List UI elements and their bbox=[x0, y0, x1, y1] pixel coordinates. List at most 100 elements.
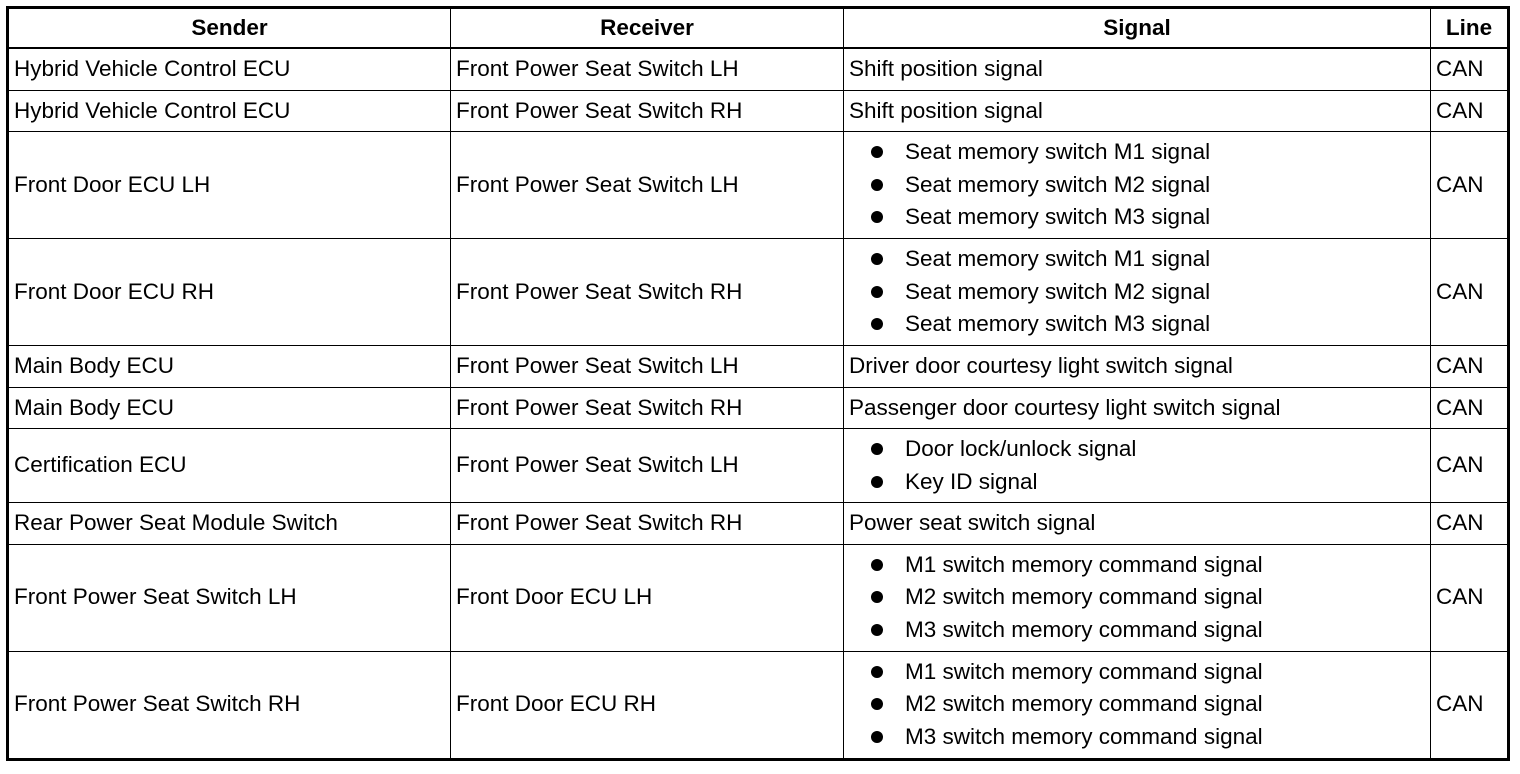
table-row: Front Power Seat Switch RH Front Door EC… bbox=[7, 650, 1509, 760]
receiver-cell: Front Power Seat Switch LH bbox=[450, 428, 844, 503]
signal-list-item: Seat memory switch M3 signal bbox=[871, 201, 1425, 234]
signal-cell: M1 switch memory command signal M2 switc… bbox=[843, 650, 1431, 760]
bullet-icon bbox=[871, 146, 883, 159]
header-sender: Sender bbox=[7, 7, 451, 49]
signal-list: Seat memory switch M1 signal Seat memory… bbox=[849, 136, 1425, 234]
table-row: Main Body ECU Front Power Seat Switch LH… bbox=[7, 345, 1509, 388]
receiver-cell: Front Power Seat Switch LH bbox=[450, 47, 844, 91]
signal-list-item: Seat memory switch M1 signal bbox=[871, 243, 1425, 276]
bullet-icon bbox=[871, 623, 883, 636]
bullet-icon bbox=[871, 443, 883, 455]
receiver-cell: Front Door ECU LH bbox=[450, 543, 844, 652]
signal-cell: Seat memory switch M1 signal Seat memory… bbox=[843, 131, 1431, 239]
sender-cell: Hybrid Vehicle Control ECU bbox=[7, 47, 451, 91]
receiver-cell: Front Door ECU RH bbox=[450, 650, 844, 760]
bullet-icon bbox=[871, 558, 883, 571]
signal-text: M3 switch memory command signal bbox=[905, 616, 1263, 642]
signal-list: M1 switch memory command signal M2 switc… bbox=[849, 656, 1425, 754]
signal-cell: Shift position signal bbox=[843, 47, 1431, 91]
communication-table: Sender Receiver Signal Line Hybrid Vehic… bbox=[6, 6, 1510, 761]
signal-text: M2 switch memory command signal bbox=[905, 691, 1263, 717]
bullet-icon bbox=[871, 475, 883, 488]
signal-text: M3 switch memory command signal bbox=[905, 723, 1263, 749]
bullet-icon bbox=[871, 285, 883, 298]
signal-list-item: Seat memory switch M2 signal bbox=[871, 169, 1425, 202]
signal-list-item: Seat memory switch M3 signal bbox=[871, 308, 1425, 341]
table-row: Certification ECU Front Power Seat Switc… bbox=[7, 428, 1509, 503]
signal-cell: Passenger door courtesy light switch sig… bbox=[843, 386, 1431, 429]
signal-list-item: Seat memory switch M1 signal bbox=[871, 136, 1425, 169]
line-cell: CAN bbox=[1430, 131, 1509, 239]
sender-cell: Main Body ECU bbox=[7, 386, 451, 429]
line-cell: CAN bbox=[1430, 502, 1509, 545]
bullet-icon bbox=[871, 591, 883, 604]
signal-list: M1 switch memory command signal M2 switc… bbox=[849, 549, 1425, 647]
signal-cell: Driver door courtesy light switch signal bbox=[843, 345, 1431, 388]
signal-list-item: M1 switch memory command signal bbox=[871, 656, 1425, 689]
bullet-icon bbox=[871, 211, 883, 224]
bullet-icon bbox=[871, 730, 883, 743]
signal-list: Seat memory switch M1 signal Seat memory… bbox=[849, 243, 1425, 341]
signal-list-item: M1 switch memory command signal bbox=[871, 549, 1425, 582]
bullet-icon bbox=[871, 253, 883, 266]
signal-text: M2 switch memory command signal bbox=[905, 584, 1263, 610]
line-cell: CAN bbox=[1430, 650, 1509, 760]
table-row: Front Power Seat Switch LH Front Door EC… bbox=[7, 543, 1509, 652]
signal-text: M1 switch memory command signal bbox=[905, 551, 1263, 577]
signal-text: Key ID signal bbox=[905, 468, 1038, 494]
signal-text: Seat memory switch M2 signal bbox=[905, 278, 1211, 304]
receiver-cell: Front Power Seat Switch RH bbox=[450, 502, 844, 545]
table-row: Rear Power Seat Module Switch Front Powe… bbox=[7, 502, 1509, 545]
bullet-icon bbox=[871, 665, 883, 678]
header-signal: Signal bbox=[843, 7, 1431, 49]
table-row: Front Door ECU RH Front Power Seat Switc… bbox=[7, 238, 1509, 346]
signal-cell: M1 switch memory command signal M2 switc… bbox=[843, 543, 1431, 652]
signal-list-item: M3 switch memory command signal bbox=[871, 721, 1425, 754]
bullet-icon bbox=[871, 178, 883, 191]
sender-cell: Certification ECU bbox=[7, 428, 451, 503]
signal-text: Seat memory switch M3 signal bbox=[905, 311, 1211, 337]
signal-cell: Shift position signal bbox=[843, 89, 1431, 132]
bullet-icon bbox=[871, 698, 883, 711]
table-row: Hybrid Vehicle Control ECU Front Power S… bbox=[7, 47, 1509, 91]
line-cell: CAN bbox=[1430, 386, 1509, 429]
signal-cell: Power seat switch signal bbox=[843, 502, 1431, 545]
sender-cell: Front Power Seat Switch RH bbox=[7, 650, 451, 760]
signal-text: Seat memory switch M1 signal bbox=[905, 246, 1211, 272]
sender-cell: Main Body ECU bbox=[7, 345, 451, 388]
header-row: Sender Receiver Signal Line bbox=[7, 7, 1509, 49]
signal-text: Seat memory switch M1 signal bbox=[905, 139, 1211, 165]
header-receiver: Receiver bbox=[450, 7, 844, 49]
line-cell: CAN bbox=[1430, 89, 1509, 132]
signal-text: Door lock/unlock signal bbox=[905, 436, 1137, 461]
signal-text: Seat memory switch M3 signal bbox=[905, 204, 1211, 230]
table-row: Hybrid Vehicle Control ECU Front Power S… bbox=[7, 89, 1509, 132]
line-cell: CAN bbox=[1430, 428, 1509, 503]
signal-list-item: M2 switch memory command signal bbox=[871, 581, 1425, 614]
table-row: Front Door ECU LH Front Power Seat Switc… bbox=[7, 131, 1509, 239]
signal-list: Door lock/unlock signal Key ID signal bbox=[849, 433, 1425, 498]
table-row: Main Body ECU Front Power Seat Switch RH… bbox=[7, 386, 1509, 429]
signal-list-item: Key ID signal bbox=[871, 466, 1425, 499]
signal-list-item: Door lock/unlock signal bbox=[871, 433, 1425, 466]
receiver-cell: Front Power Seat Switch LH bbox=[450, 345, 844, 388]
receiver-cell: Front Power Seat Switch RH bbox=[450, 386, 844, 429]
receiver-cell: Front Power Seat Switch LH bbox=[450, 131, 844, 239]
receiver-cell: Front Power Seat Switch RH bbox=[450, 238, 844, 346]
sender-cell: Front Door ECU RH bbox=[7, 238, 451, 346]
signal-cell: Seat memory switch M1 signal Seat memory… bbox=[843, 238, 1431, 346]
bullet-icon bbox=[871, 318, 883, 331]
signal-list-item: M2 switch memory command signal bbox=[871, 688, 1425, 721]
signal-list-item: Seat memory switch M2 signal bbox=[871, 276, 1425, 309]
sender-cell: Rear Power Seat Module Switch bbox=[7, 502, 451, 545]
signal-text: M1 switch memory command signal bbox=[905, 658, 1263, 684]
sender-cell: Front Door ECU LH bbox=[7, 131, 451, 239]
sender-cell: Hybrid Vehicle Control ECU bbox=[7, 89, 451, 132]
receiver-cell: Front Power Seat Switch RH bbox=[450, 89, 844, 132]
signal-list-item: M3 switch memory command signal bbox=[871, 614, 1425, 647]
header-line: Line bbox=[1430, 7, 1509, 49]
line-cell: CAN bbox=[1430, 543, 1509, 652]
line-cell: CAN bbox=[1430, 47, 1509, 91]
signal-text: Seat memory switch M2 signal bbox=[905, 171, 1211, 197]
line-cell: CAN bbox=[1430, 345, 1509, 388]
